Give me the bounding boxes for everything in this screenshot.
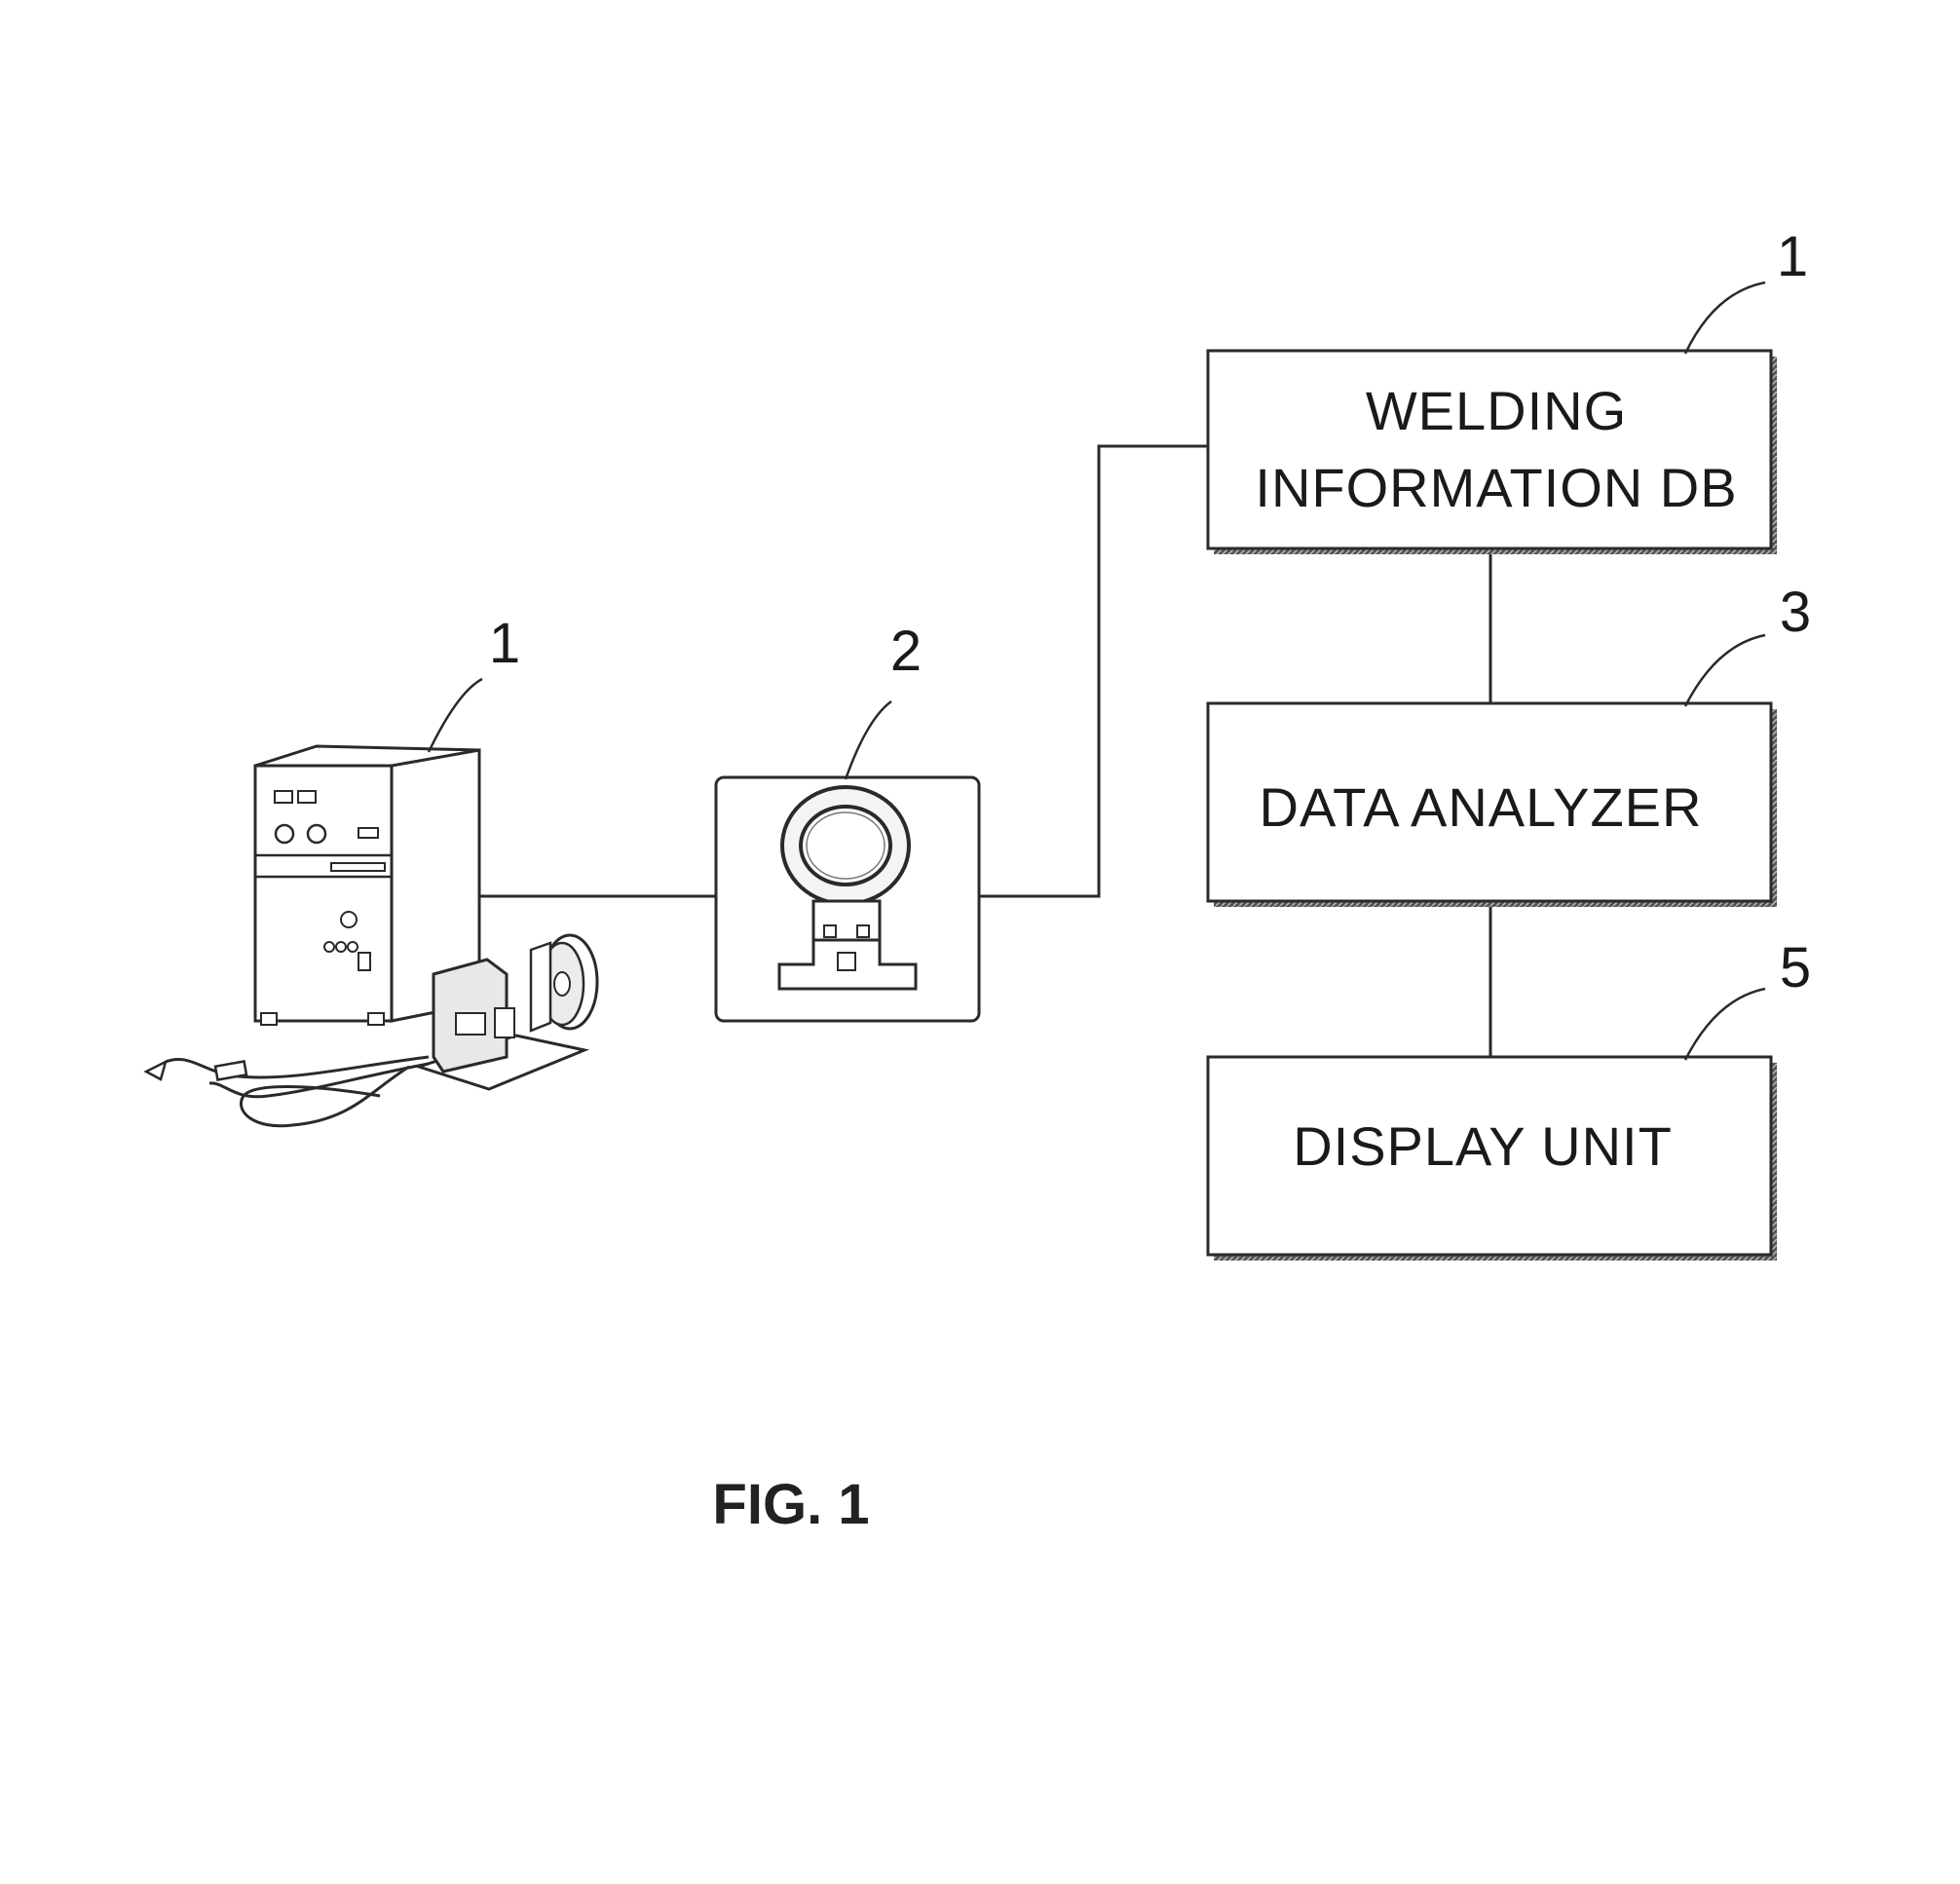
display-unit-ref-number: 5 bbox=[1780, 936, 1811, 999]
sensor-ref-number: 2 bbox=[890, 620, 922, 683]
welding-db-ref-number: 1 bbox=[1777, 225, 1808, 288]
welding-db-label-line1: WELDING bbox=[1366, 380, 1627, 441]
welding-db-ref-leader: 1 bbox=[1685, 225, 1808, 354]
display-unit-box: DISPLAY UNIT bbox=[1208, 1057, 1777, 1261]
welding-information-db-box: WELDING INFORMATION DB bbox=[1208, 351, 1777, 554]
data-analyzer-ref-leader: 3 bbox=[1685, 581, 1811, 706]
data-analyzer-ref-number: 3 bbox=[1780, 581, 1811, 644]
welder-ref-leader: 1 bbox=[429, 612, 520, 752]
sensor-ref-leader: 2 bbox=[846, 620, 922, 779]
data-analyzer-label: DATA ANALYZER bbox=[1260, 776, 1703, 838]
display-unit-label: DISPLAY UNIT bbox=[1293, 1115, 1673, 1177]
welder-ref-number: 1 bbox=[489, 612, 520, 675]
connector-sensor-db bbox=[979, 446, 1208, 896]
current-sensor-illustration bbox=[716, 777, 979, 1021]
welding-machine-illustration bbox=[146, 746, 597, 1126]
data-analyzer-box: DATA ANALYZER bbox=[1208, 703, 1777, 907]
welding-db-label-line2: INFORMATION DB bbox=[1255, 457, 1737, 518]
display-unit-ref-leader: 5 bbox=[1685, 936, 1811, 1060]
figure-caption: FIG. 1 bbox=[712, 1473, 869, 1536]
